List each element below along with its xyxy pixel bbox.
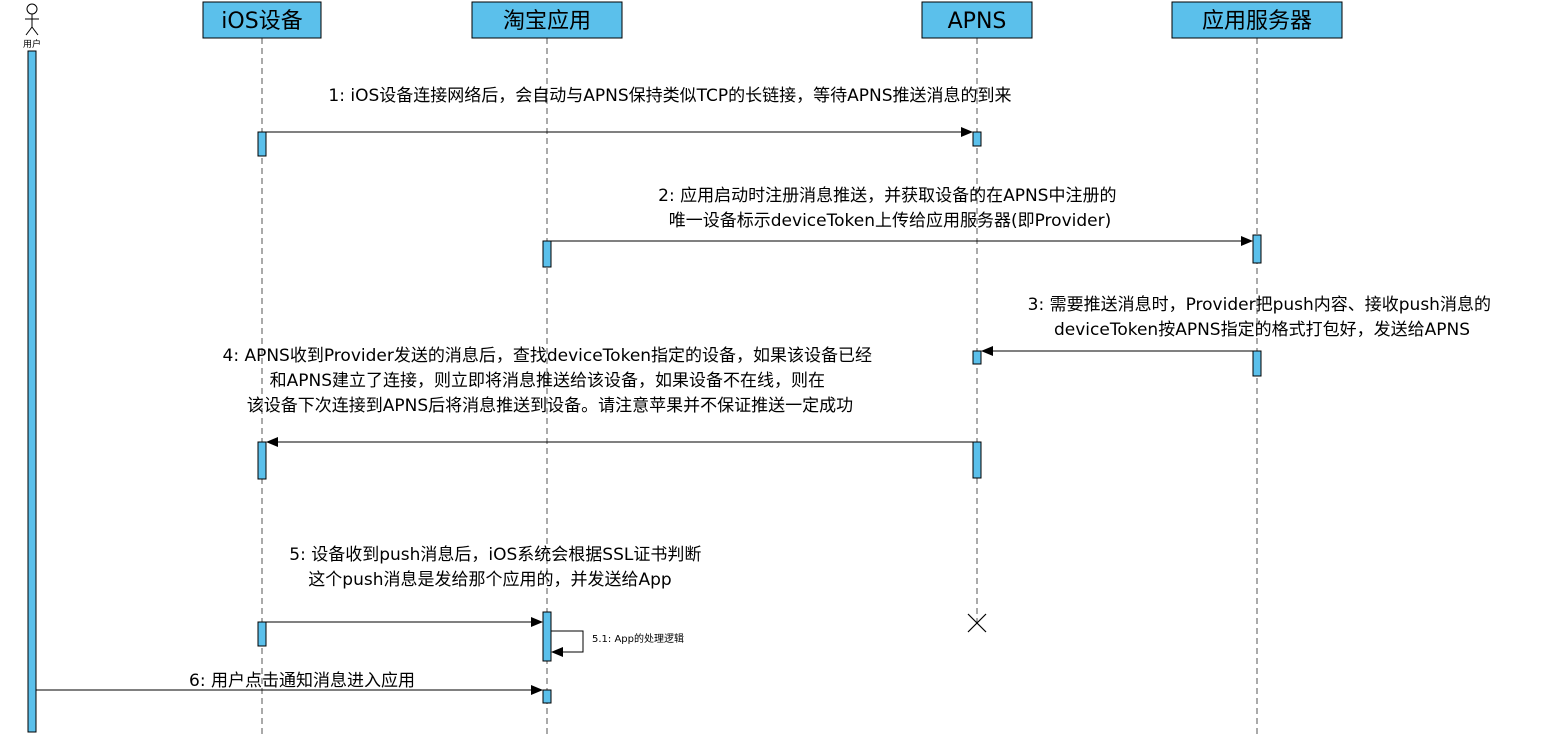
message-label-m6: 6: 用户点击通知消息进入应用 [189, 671, 415, 691]
participant-head-ios [202, 1, 322, 39]
activation-ios-2 [257, 441, 267, 480]
actor-leg-left [25, 26, 33, 36]
participant-label-taobao: 淘宝应用 [503, 9, 591, 34]
actor-label: 用户 [23, 38, 41, 50]
message-m4-line-3: 该设备下次连接到APNS后将消息推送到设备。请注意苹果并不保证推送一定成功 [247, 396, 853, 416]
participant-head-taobao [471, 1, 623, 39]
activation-taobao-2 [542, 611, 552, 662]
actor-activation [27, 50, 37, 733]
destroy-mark-icon [967, 613, 987, 633]
message-label-m51: 5.1: App的处理逻辑 [592, 632, 684, 645]
activation-apns-3 [972, 441, 982, 479]
participant-label-server: 应用服务器 [1202, 9, 1312, 34]
arrow-m51-self [551, 630, 584, 657]
activation-apns-1 [972, 131, 982, 147]
actor-head-icon [26, 3, 38, 15]
message-m3-line-1: 3: 需要推送消息时，Provider把push内容、接收push消息的 [1028, 295, 1491, 315]
message-label-m2: 2: 应用启动时注册消息推送，并获取设备的在APNS中注册的 唯一设备标示dev… [658, 186, 1122, 231]
activation-taobao-3 [542, 689, 552, 704]
message-m4-line-1: 4: APNS收到Provider发送的消息后，查找deviceToken指定的… [223, 346, 873, 366]
message-label-m3: 3: 需要推送消息时，Provider把push内容、接收push消息的 dev… [1028, 295, 1497, 340]
activation-apns-2 [972, 350, 982, 365]
participant-apns: APNS [921, 1, 1033, 39]
message-label-m1: 1: iOS设备连接网络后，会自动与APNS保持类似TCP的长链接，等待APNS… [328, 86, 1011, 106]
participant-label-ios: iOS设备 [221, 9, 302, 34]
activation-taobao-1 [542, 240, 552, 268]
message-m51-line-1: 5.1: App的处理逻辑 [592, 632, 684, 645]
activation-ios-1 [257, 131, 267, 157]
message-m3-line-2: deviceToken按APNS指定的格式打包好，发送给APNS [1054, 320, 1470, 340]
participant-head-apns [921, 1, 1033, 39]
activation-server-2 [1252, 350, 1262, 377]
message-m1-line-1: 1: iOS设备连接网络后，会自动与APNS保持类似TCP的长链接，等待APNS… [328, 86, 1011, 106]
message-label-m4: 4: APNS收到Provider发送的消息后，查找deviceToken指定的… [223, 346, 878, 416]
message-label-m5: 5: 设备收到push消息后，iOS系统会根据SSL证书判断 这个push消息是… [289, 545, 707, 590]
participant-server: 应用服务器 [1171, 1, 1343, 39]
message-m2-line-2: 唯一设备标示deviceToken上传给应用服务器(即Provider) [669, 211, 1111, 231]
actor-leg-right [31, 26, 39, 36]
activation-server-1 [1252, 234, 1262, 264]
message-m2-line-1: 2: 应用启动时注册消息推送，并获取设备的在APNS中注册的 [658, 186, 1116, 206]
message-m5-line-2: 这个push消息是发给那个应用的，并发送给App [308, 570, 671, 590]
participant-head-server [1171, 1, 1343, 39]
actor-user: 用户 [23, 3, 41, 733]
message-m6-line-1: 6: 用户点击通知消息进入应用 [189, 671, 415, 691]
activations [257, 131, 1262, 704]
participant-label-apns: APNS [948, 9, 1007, 34]
message-arrows [36, 127, 1253, 695]
participant-taobao: 淘宝应用 [471, 1, 623, 39]
message-m4-line-2: 和APNS建立了连接，则立即将消息推送给该设备，如果设备不在线，则在 [270, 371, 825, 391]
participant-ios: iOS设备 [202, 1, 322, 39]
message-labels: 1: iOS设备连接网络后，会自动与APNS保持类似TCP的长链接，等待APNS… [189, 86, 1497, 691]
activation-ios-3 [257, 621, 267, 647]
message-m5-line-1: 5: 设备收到push消息后，iOS系统会根据SSL证书判断 [289, 545, 701, 565]
